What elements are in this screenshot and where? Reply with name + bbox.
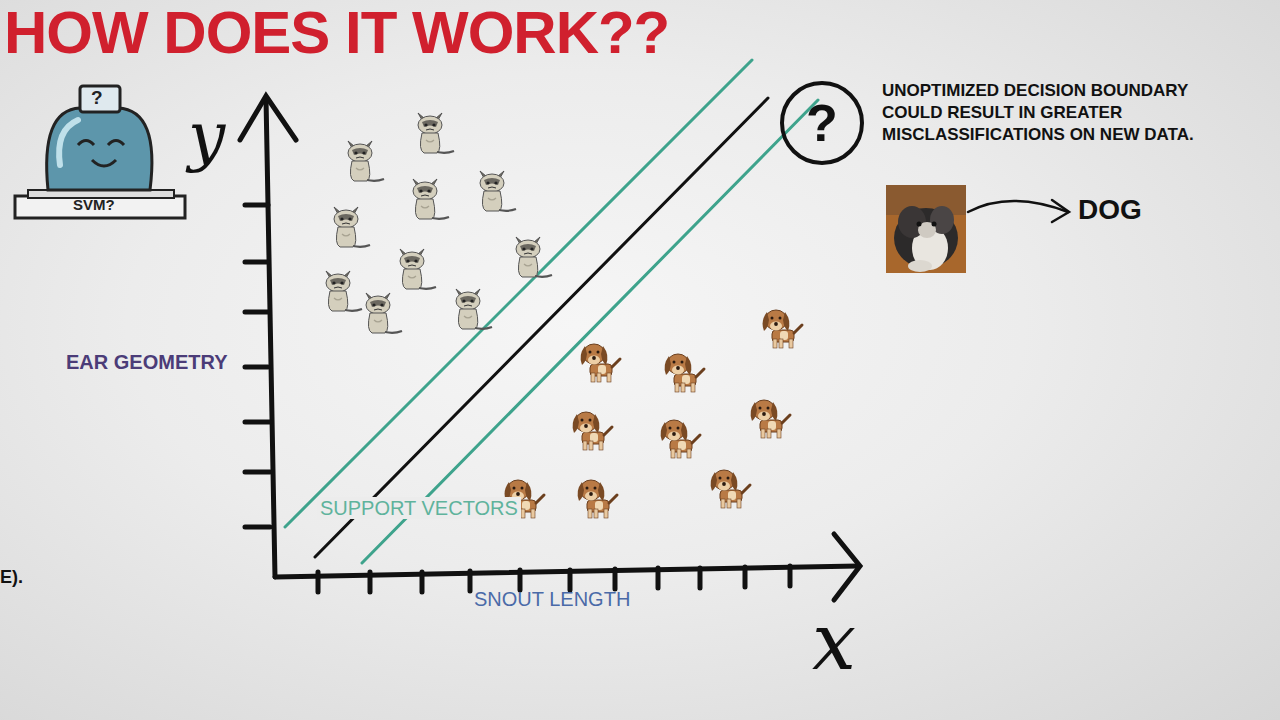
svm-robot xyxy=(15,86,185,218)
title: HOW DOES IT WORK?? xyxy=(4,0,669,66)
y-axis-letter: y xyxy=(188,100,225,173)
decision-lines xyxy=(285,60,818,563)
question-circle: ? xyxy=(780,81,864,165)
support-vectors-label: SUPPORT VECTORS xyxy=(317,497,521,519)
classify-arrow xyxy=(968,200,1069,222)
robot-label: SVM? xyxy=(73,197,115,214)
dog-photo xyxy=(886,185,966,273)
node-text: ? xyxy=(806,97,838,149)
class-result: DOG xyxy=(1078,195,1142,226)
dog-points xyxy=(505,310,802,518)
x-axis-title: SNOUT LENGTH xyxy=(474,588,630,610)
x-axis-letter: x xyxy=(812,600,856,686)
axes xyxy=(240,96,860,600)
hat-question-mark: ? xyxy=(91,88,103,109)
y-axis-title: EAR GEOMETRY xyxy=(66,351,228,373)
cut-off-text: E). xyxy=(0,568,23,588)
callout-note: UNOPTIMIZED DECISION BOUNDARY COULD RESU… xyxy=(882,80,1212,146)
cat-points xyxy=(326,113,552,333)
